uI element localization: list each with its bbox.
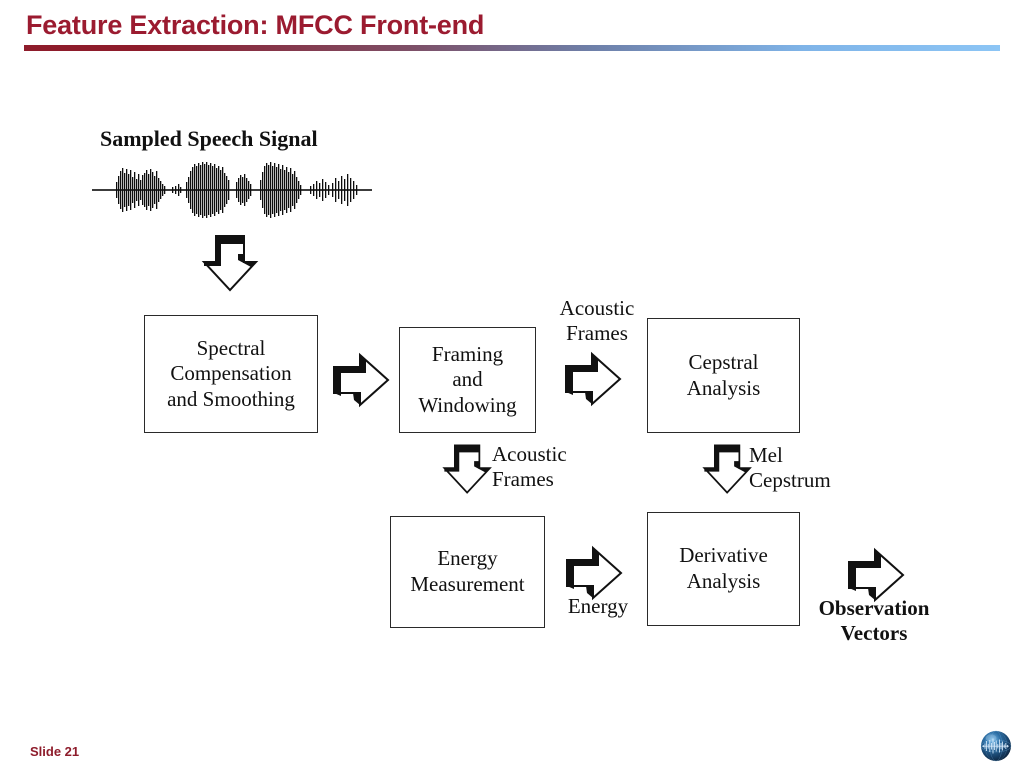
arrow-framing-to-cepstral [565, 351, 622, 407]
box-label: Spectral Compensation and Smoothing [167, 335, 295, 411]
arrow-energy-to-derivative [566, 545, 623, 601]
sampled-speech-signal-caption: Sampled Speech Signal [100, 126, 318, 151]
process-box-cepstral-analysis[interactable]: Cepstral Analysis [647, 318, 800, 433]
arrow-framing-to-energy [442, 444, 492, 494]
edge-label-observation-vectors: Observation Vectors [818, 596, 930, 645]
edge-label-acoustic-frames-top: Acoustic Frames [559, 296, 635, 345]
page-title: Feature Extraction: MFCC Front-end [26, 10, 485, 40]
process-box-derivative-analysis[interactable]: Derivative Analysis [647, 512, 800, 626]
title-divider [24, 45, 1000, 51]
speech-waveform-icon [92, 162, 372, 218]
box-label: Framing and Windowing [418, 341, 517, 417]
process-box-spectral-compensation[interactable]: Spectral Compensation and Smoothing [144, 315, 318, 433]
edge-label-energy: Energy [567, 594, 629, 618]
process-box-framing-windowing[interactable]: Framing and Windowing [399, 327, 536, 433]
box-label: Energy Measurement [410, 546, 525, 596]
slide-number: Slide 21 [30, 744, 80, 759]
edge-label-mel-cepstrum: Mel Cepstrum [749, 443, 831, 492]
arrow-cepstral-to-derivative [702, 444, 752, 494]
arrow-spectral-to-framing [333, 352, 390, 408]
edge-label-acoustic-frames-mid: Acoustic Frames [492, 442, 567, 491]
process-box-energy-measurement[interactable]: Energy Measurement [390, 516, 545, 628]
box-label: Cepstral Analysis [686, 349, 761, 400]
blue-globe-waveform-logo [980, 730, 1012, 762]
arrow-signal-to-spectral [201, 235, 259, 292]
arrow-derivative-to-observation-vectors [848, 547, 905, 603]
box-label: Derivative Analysis [679, 543, 768, 593]
